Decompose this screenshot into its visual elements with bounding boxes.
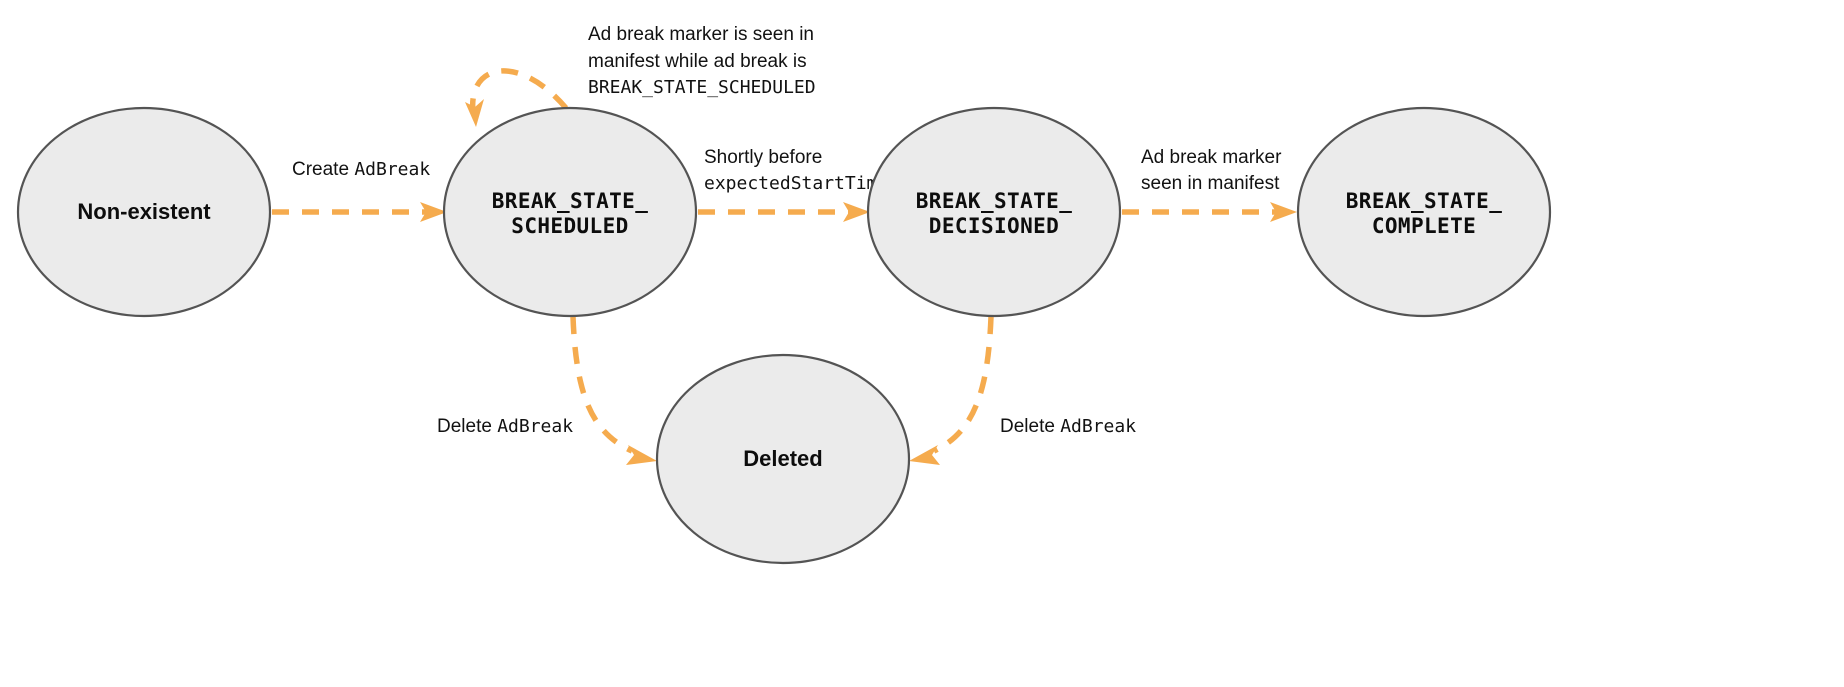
node-non-existent[interactable]: Non-existent bbox=[16, 106, 272, 318]
node-deleted-label: Deleted bbox=[743, 446, 822, 471]
edge-self-loop-scheduled-arrowhead bbox=[465, 99, 484, 127]
node-break-state-scheduled-label-line2: SCHEDULED bbox=[511, 214, 628, 238]
edge-self-loop-scheduled bbox=[465, 68, 569, 127]
edge-scheduled-to-deleted bbox=[570, 316, 657, 465]
node-break-state-decisioned-label-line2: DECISIONED bbox=[929, 214, 1059, 238]
svg-text:BREAK_STATE_SCHEDULED: BREAK_STATE_SCHEDULED bbox=[588, 77, 816, 98]
edge-scheduled-to-deleted-line bbox=[570, 316, 634, 454]
node-break-state-complete-shape[interactable] bbox=[1296, 106, 1552, 318]
edge-decisioned-to-deleted-line bbox=[932, 316, 994, 454]
node-non-existent-label: Non-existent bbox=[77, 199, 211, 224]
edge-scheduled-to-deleted-arrowhead bbox=[626, 445, 657, 465]
node-break-state-scheduled[interactable]: BREAK_STATE_ SCHEDULED bbox=[442, 106, 698, 318]
edge-decisioned-to-complete-arrowhead bbox=[1270, 202, 1297, 222]
edge-decisioned-to-deleted-arrowhead bbox=[909, 445, 940, 465]
edge-label-decisioned-to-deleted: Delete AdBreak bbox=[1000, 416, 1136, 437]
edge-label-create-adbreak: Create AdBreak bbox=[292, 159, 430, 180]
edge-create-adbreak bbox=[272, 202, 447, 222]
edge-label-self-loop-scheduled: Ad break marker is seen in manifest whil… bbox=[588, 24, 816, 98]
svg-text:Shortly before: Shortly before bbox=[704, 147, 822, 168]
node-break-state-decisioned-shape[interactable] bbox=[866, 106, 1122, 318]
edge-self-loop-scheduled-line bbox=[470, 68, 569, 113]
edge-decisioned-to-deleted bbox=[909, 316, 994, 465]
node-break-state-scheduled-shape[interactable] bbox=[442, 106, 698, 318]
svg-text:expectedStartTime: expectedStartTime bbox=[704, 173, 888, 194]
svg-text:manifest while ad break is: manifest while ad break is bbox=[588, 51, 807, 72]
node-break-state-scheduled-label-line1: BREAK_STATE_ bbox=[492, 189, 649, 213]
node-break-state-complete-label-line2: COMPLETE bbox=[1372, 214, 1476, 238]
edge-create-adbreak-arrowhead bbox=[420, 202, 447, 222]
edge-label-scheduled-to-deleted: Delete AdBreak bbox=[437, 416, 573, 437]
svg-text:Ad break marker: Ad break marker bbox=[1141, 147, 1282, 168]
edge-decisioned-to-complete bbox=[1122, 202, 1297, 222]
svg-text:seen in manifest: seen in manifest bbox=[1141, 173, 1280, 194]
edge-label-decisioned-to-complete: Ad break marker seen in manifest bbox=[1141, 147, 1282, 194]
edge-scheduled-to-decisioned bbox=[698, 202, 870, 222]
edge-label-scheduled-to-decisioned: Shortly before expectedStartTime bbox=[704, 147, 888, 194]
edge-scheduled-to-decisioned-arrowhead bbox=[843, 202, 870, 222]
node-break-state-complete[interactable]: BREAK_STATE_ COMPLETE bbox=[1296, 106, 1552, 318]
node-break-state-complete-label-line1: BREAK_STATE_ bbox=[1346, 189, 1503, 213]
node-deleted-shape[interactable] bbox=[655, 353, 911, 565]
node-break-state-decisioned-label-line1: BREAK_STATE_ bbox=[916, 189, 1073, 213]
node-deleted[interactable]: Deleted bbox=[655, 353, 911, 565]
node-break-state-decisioned[interactable]: BREAK_STATE_ DECISIONED bbox=[866, 106, 1122, 318]
node-non-existent-shape[interactable] bbox=[16, 106, 272, 318]
svg-text:Ad break marker is seen in: Ad break marker is seen in bbox=[588, 24, 814, 45]
